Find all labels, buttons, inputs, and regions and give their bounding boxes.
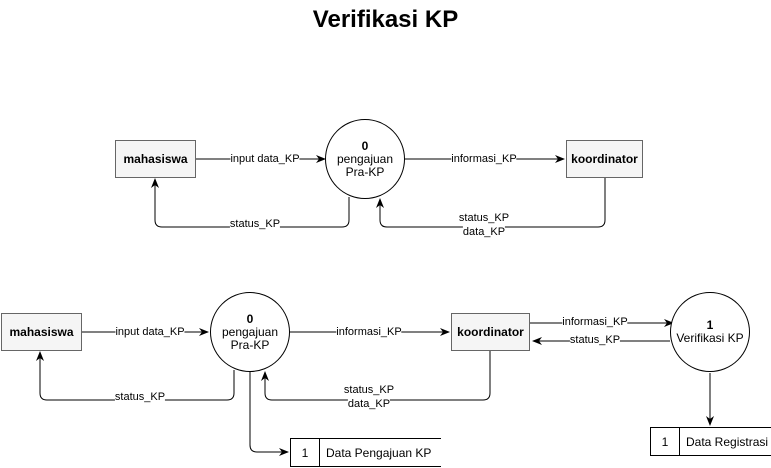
label-d1-status-right-1: status_KP (458, 212, 510, 224)
process-name-line1: pengajuan (336, 151, 394, 166)
label-d2-informasi-right: informasi_KP (562, 316, 628, 328)
process-pengajuan-1[interactable]: 0 pengajuan Pra-KP (325, 119, 405, 199)
process-number: 1 (706, 318, 714, 332)
label-d2-status-left: status_KP (114, 391, 166, 403)
process-name-line2: Pra-KP (345, 164, 385, 179)
store-name: Data Registrasi (686, 434, 769, 449)
entity-koordinator-1[interactable]: koordinator (566, 140, 643, 178)
store-id: 1 (291, 439, 320, 466)
entity-mahasiswa-1[interactable]: mahasiswa (115, 140, 196, 178)
label-d1-informasi: informasi_KP (451, 153, 517, 165)
store-id: 1 (651, 428, 680, 455)
diagram-title: Verifikasi KP (312, 6, 459, 33)
process-number: 0 (361, 138, 369, 153)
entity-mahasiswa-2[interactable]: mahasiswa (1, 313, 82, 351)
data-store-pengajuan[interactable]: 1 Data Pengajuan KP (290, 438, 441, 467)
label-d1-status-right-2: data_KP (462, 226, 506, 238)
flow-d2-to-store-left (249, 372, 289, 456)
entity-koordinator-2[interactable]: koordinator (451, 313, 530, 351)
label-d1-status-left: status_KP (229, 218, 281, 230)
process-verifikasi[interactable]: 1 Verifikasi KP (670, 292, 750, 372)
label-d2-informasi: informasi_KP (336, 326, 402, 338)
label-d2-input: input data_KP (115, 326, 185, 338)
process-name-line1: pengajuan (221, 324, 279, 339)
process-name: Verifikasi KP (676, 331, 744, 345)
data-store-registrasi[interactable]: 1 Data Registrasi (650, 427, 771, 456)
label-d2-status-mid-2: data_KP (347, 398, 391, 410)
process-name-line2: Pra-KP (230, 337, 270, 352)
label-d2-status-mid-1: status_KP (343, 384, 395, 396)
label-d1-input: input data_KP (230, 153, 300, 165)
process-pengajuan-2[interactable]: 0 pengajuan Pra-KP (210, 292, 290, 372)
process-number: 0 (246, 311, 254, 326)
label-d2-status-right: status_KP (569, 334, 621, 346)
store-name: Data Pengajuan KP (326, 445, 432, 460)
